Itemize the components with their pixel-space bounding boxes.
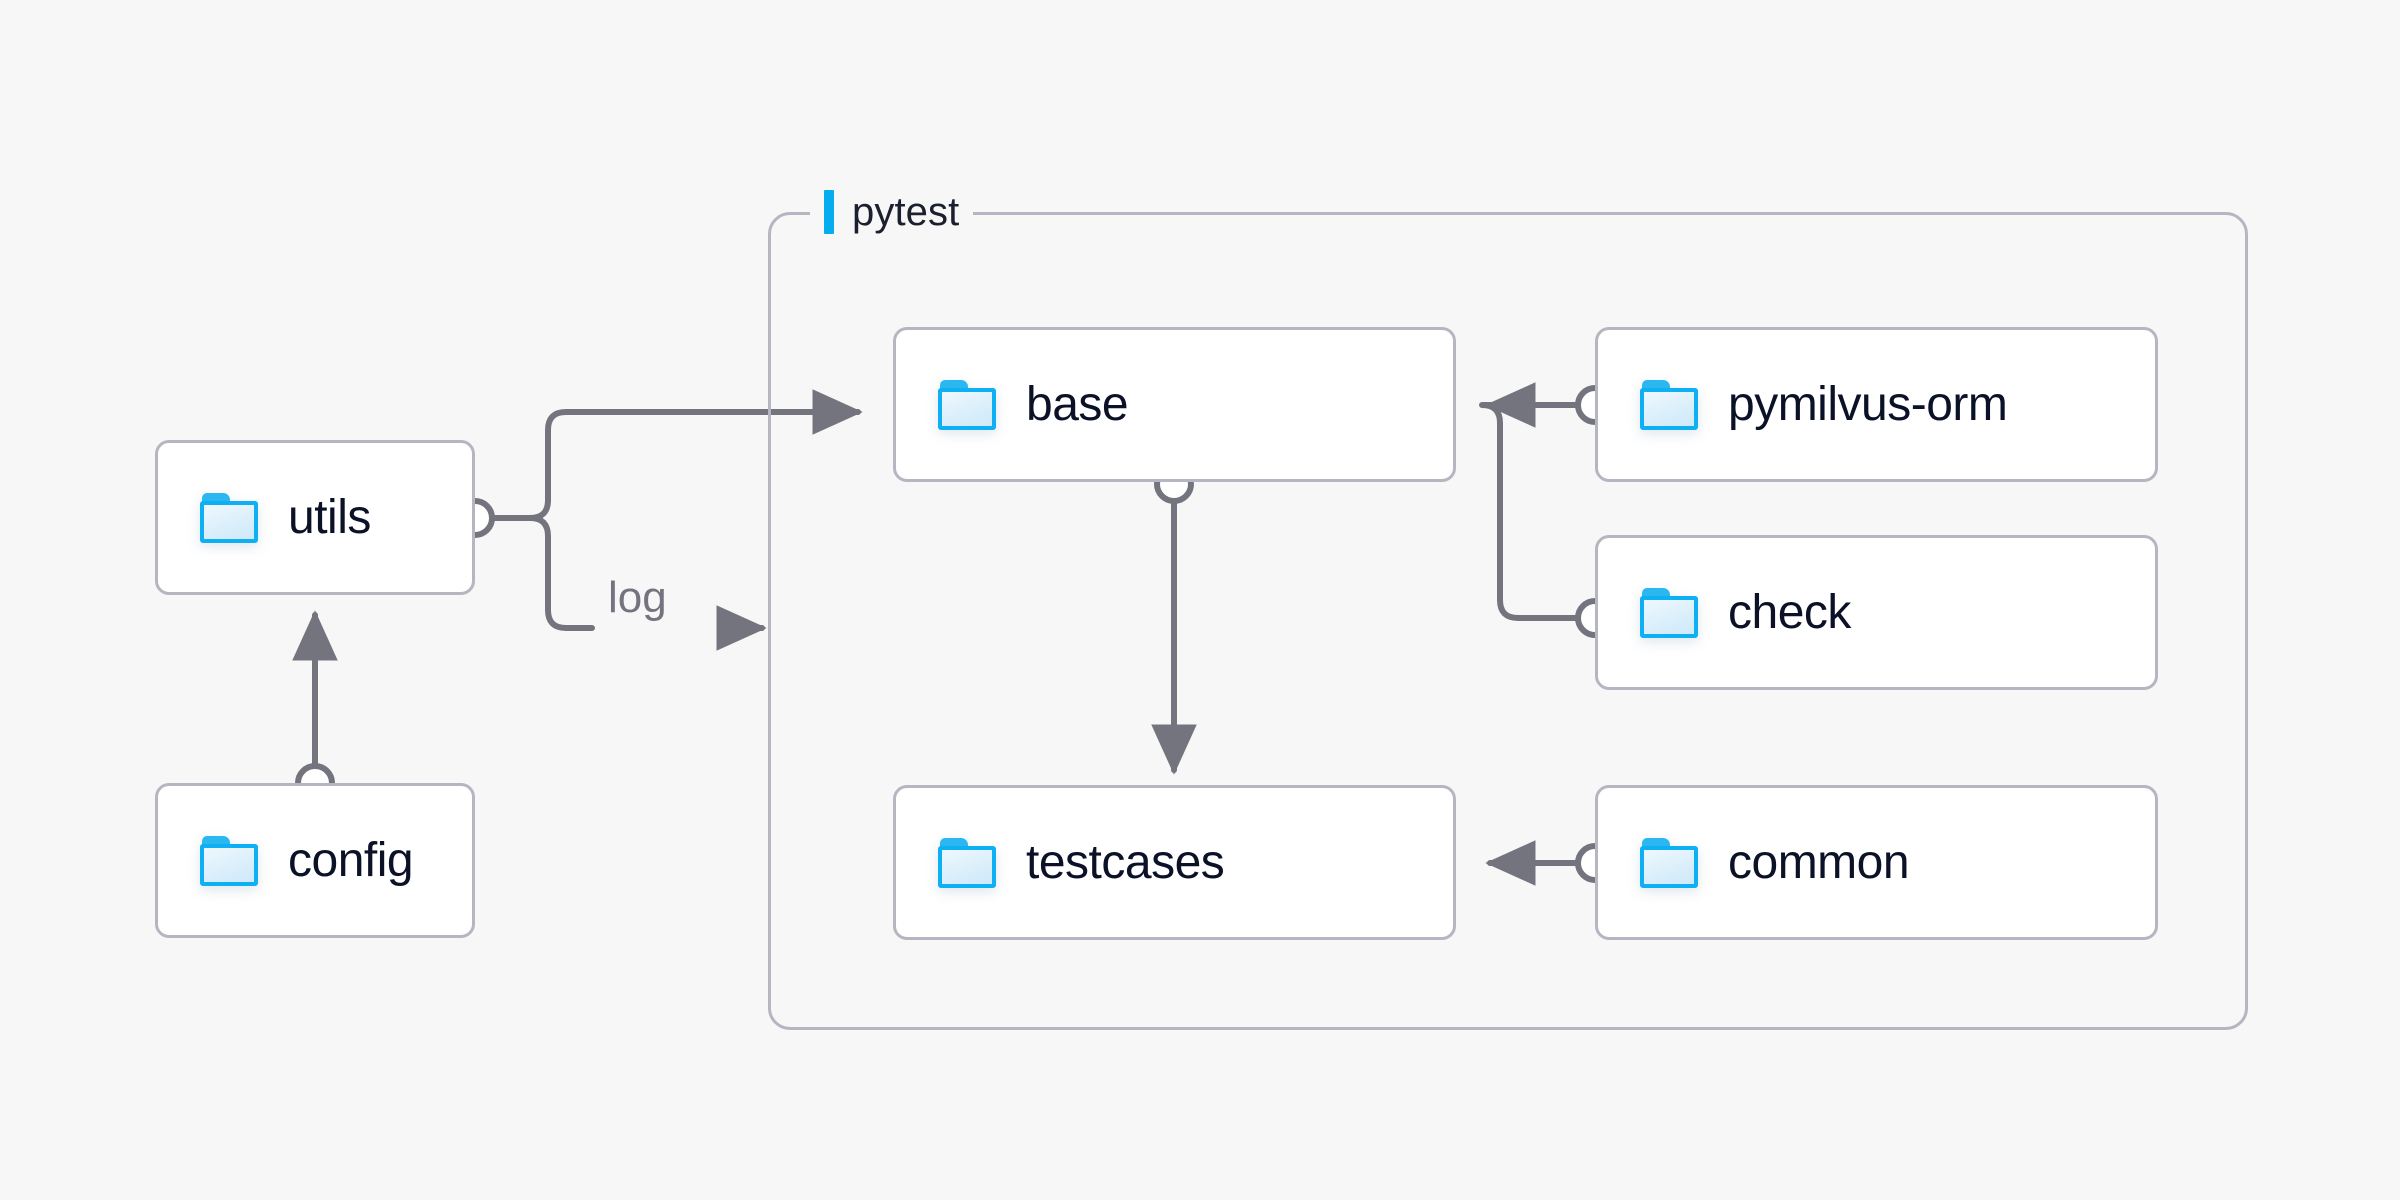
folder-icon: [200, 835, 258, 886]
node-label-utils: utils: [288, 491, 371, 544]
node-pymilvus-orm[interactable]: pymilvus-orm: [1595, 327, 2158, 482]
node-label-common: common: [1728, 836, 1910, 889]
node-label-check: check: [1728, 586, 1851, 639]
node-base[interactable]: base: [893, 327, 1456, 482]
edge-utils-to-log: [489, 515, 595, 631]
group-title-text: pytest: [852, 189, 960, 234]
node-label-base: base: [1026, 378, 1129, 431]
group-accent-bar: [824, 190, 834, 234]
node-label-config: config: [288, 834, 414, 887]
folder-icon: [200, 492, 258, 543]
node-common[interactable]: common: [1595, 785, 2158, 940]
node-check[interactable]: check: [1595, 535, 2158, 690]
folder-icon: [1640, 379, 1698, 430]
node-config[interactable]: config: [155, 783, 475, 938]
pytest-group-container[interactable]: [768, 212, 2248, 1030]
edge-label-log: log: [600, 573, 675, 623]
node-utils[interactable]: utils: [155, 440, 475, 595]
node-testcases[interactable]: testcases: [893, 785, 1456, 940]
node-label-testcases: testcases: [1026, 836, 1225, 889]
folder-icon: [1640, 587, 1698, 638]
folder-icon: [1640, 837, 1698, 888]
pytest-group-label: pytest: [810, 185, 974, 239]
folder-icon: [938, 379, 996, 430]
folder-icon: [938, 837, 996, 888]
node-label-pymilvus-orm: pymilvus-orm: [1728, 378, 2008, 431]
